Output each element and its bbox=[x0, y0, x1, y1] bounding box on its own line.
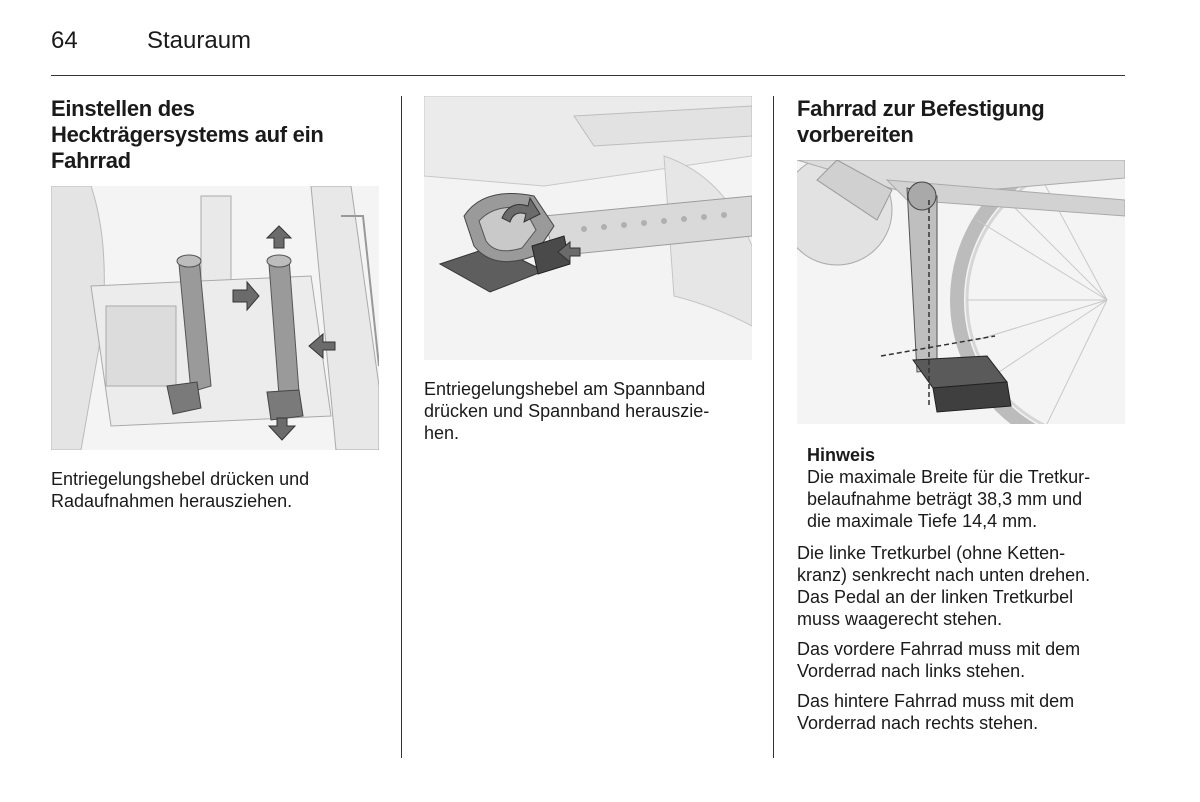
page-header: 64 Stauraum bbox=[51, 27, 1125, 75]
heading-bike-prepare: Fahrrad zur Befestigung vorbereiten bbox=[797, 96, 1045, 147]
column-divider-left bbox=[401, 96, 402, 758]
column-divider-right bbox=[773, 96, 774, 758]
paragraph-crank: Die linke Tretkurbel (ohne Ketten- kranz… bbox=[797, 543, 1091, 629]
section-title: Stauraum bbox=[147, 27, 252, 54]
strap-illustration bbox=[424, 96, 752, 360]
curved-arrow-icon bbox=[501, 196, 541, 223]
heading-rack-adjust: Einstellen des Heckträgersystems auf ein… bbox=[51, 96, 324, 173]
paragraph-front-bike: Das vordere Fahrrad muss mit dem Vorderr… bbox=[797, 639, 1081, 681]
note-text: Die maximale Breite für die Tretkur- bel… bbox=[807, 467, 1091, 531]
arrow-up-icon bbox=[265, 225, 293, 249]
caption-rack-adjust: Entriegelungshebel drücken und Radaufnah… bbox=[51, 469, 310, 511]
arrow-right-icon bbox=[232, 280, 260, 312]
note-box: Hinweis Die maximale Breite für die Tret… bbox=[797, 444, 1127, 532]
column-strap: Entriegelungshebel am Spannband drücken … bbox=[424, 96, 754, 444]
column-bike-prepare: Fahrrad zur Befestigung vorbereiten bbox=[797, 96, 1127, 734]
rack-illustration bbox=[51, 186, 379, 450]
note-title: Hinweis bbox=[807, 445, 876, 465]
horizontal-guide bbox=[880, 335, 996, 357]
caption-strap: Entriegelungshebel am Spannband drücken … bbox=[424, 379, 710, 443]
page-number: 64 bbox=[51, 27, 78, 54]
press-arrow-icon bbox=[557, 240, 581, 264]
pedal-illustration bbox=[797, 160, 1125, 424]
column-rack-adjust: Einstellen des Heckträgersystems auf ein… bbox=[51, 96, 381, 512]
header-rule bbox=[51, 75, 1125, 76]
arrow-down-icon bbox=[267, 417, 297, 441]
arrow-left-icon bbox=[308, 332, 336, 360]
paragraph-rear-bike: Das hintere Fahrrad muss mit dem Vorderr… bbox=[797, 691, 1075, 733]
